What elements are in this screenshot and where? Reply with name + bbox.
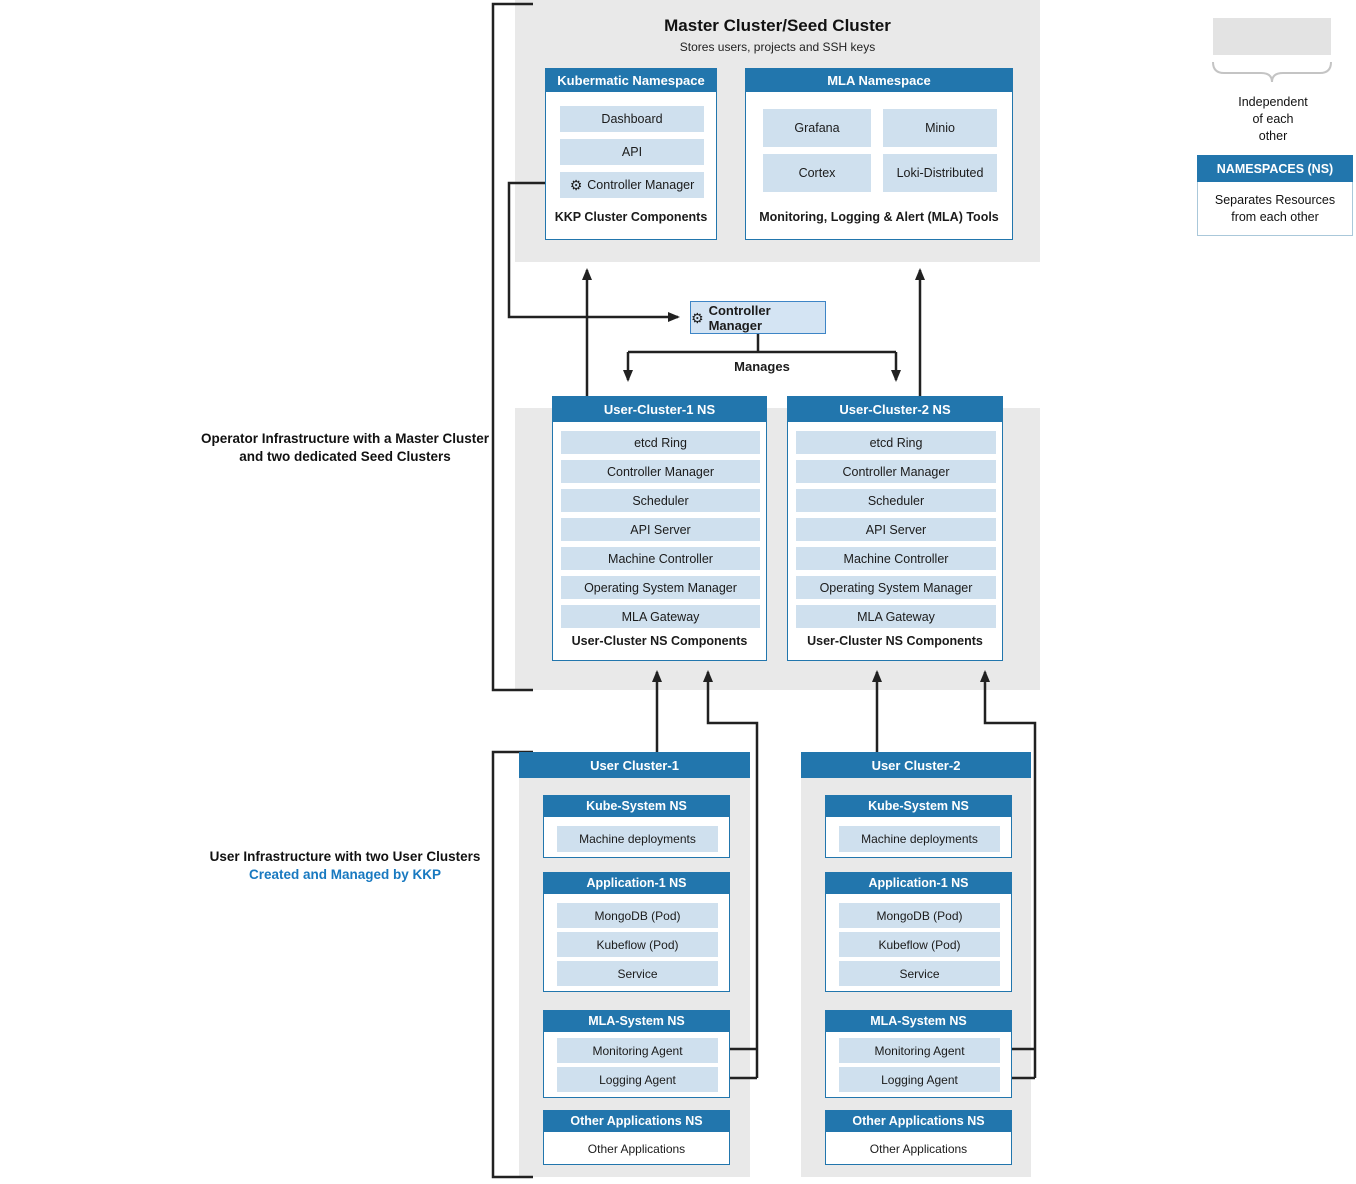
logging-agent-item: Logging Agent: [557, 1067, 718, 1092]
operating-system-manager-item: Operating System Manager: [561, 576, 760, 599]
uc2-kube-system-ns-box: Kube-System NS Machine deployments: [825, 795, 1012, 858]
namespaces-legend-body: Separates Resources from each other: [1198, 192, 1352, 226]
manages-label: Manages: [734, 359, 790, 374]
operating-system-manager-item: Operating System Manager: [796, 576, 996, 599]
machine-deployments-item: Machine deployments: [839, 826, 1000, 852]
cortex-item: Cortex: [763, 154, 871, 192]
kubermatic-namespace-footer: KKP Cluster Components: [554, 210, 708, 224]
user-label-line2: Created and Managed by KKP: [248, 867, 442, 882]
namespaces-legend-box: NAMESPACES (NS) Separates Resources from…: [1197, 155, 1353, 236]
user-cluster-2-header: User Cluster-2: [801, 752, 1031, 778]
other-applications-item: Other Applications: [869, 1141, 968, 1156]
api-server-item: API Server: [561, 518, 760, 541]
uc1-kube-system-ns-box: Kube-System NS Machine deployments: [543, 795, 730, 858]
scheduler-item: Scheduler: [561, 489, 760, 512]
namespaces-legend-line1: Separates Resources: [1214, 193, 1336, 207]
legend-independent-line1: Independent: [1238, 95, 1308, 109]
central-controller-manager-box: ⚙ Controller Manager: [690, 301, 826, 334]
uc2-other-applications-header: Other Applications NS: [825, 1110, 1012, 1132]
etcd-ring-item: etcd Ring: [796, 431, 996, 454]
uc1-mla-system-header: MLA-System NS: [543, 1010, 730, 1032]
user-cluster-2-ns-box: User-Cluster-2 NS etcd Ring Controller M…: [787, 396, 1003, 661]
uc2-mla-system-ns-box: MLA-System NS Monitoring Agent Logging A…: [825, 1010, 1012, 1098]
central-controller-manager-label: Controller Manager: [708, 302, 771, 333]
monitoring-agent-item: Monitoring Agent: [557, 1038, 718, 1063]
user-cluster-2-ns-header: User-Cluster-2 NS: [787, 396, 1003, 422]
uc2-kube-system-header: Kube-System NS: [825, 795, 1012, 817]
uc2-application-1-header: Application-1 NS: [825, 872, 1012, 894]
scheduler-item: Scheduler: [796, 489, 996, 512]
api-server-item: API Server: [796, 518, 996, 541]
gear-icon: ⚙: [569, 177, 583, 193]
mongodb-pod-item: MongoDB (Pod): [839, 903, 1000, 928]
user-cluster-ns-footer: User-Cluster NS Components: [571, 634, 748, 648]
other-applications-item: Other Applications: [587, 1141, 686, 1156]
user-cluster-1-header: User Cluster-1: [519, 752, 750, 778]
uc2-application-1-ns-box: Application-1 NS MongoDB (Pod) Kubeflow …: [825, 872, 1012, 992]
master-title: Master Cluster/Seed Cluster: [664, 16, 891, 35]
kubeflow-pod-item: Kubeflow (Pod): [557, 932, 718, 957]
logging-agent-item: Logging Agent: [839, 1067, 1000, 1092]
uc1-other-applications-header: Other Applications NS: [543, 1110, 730, 1132]
mla-namespace-footer: Monitoring, Logging & Alert (MLA) Tools: [759, 210, 999, 224]
legend-independent-text: Independent of each other: [1212, 94, 1334, 145]
kubermatic-namespace-header: Kubermatic Namespace: [545, 68, 717, 92]
machine-controller-item: Machine Controller: [796, 547, 996, 570]
service-item: Service: [557, 961, 718, 986]
controller-manager-item: ⚙ Controller Manager: [560, 172, 704, 198]
mla-gateway-item: MLA Gateway: [796, 605, 996, 628]
operator-label-line1: Operator Infrastructure with a Master Cl…: [200, 431, 490, 446]
etcd-ring-item: etcd Ring: [561, 431, 760, 454]
machine-controller-item: Machine Controller: [561, 547, 760, 570]
mongodb-pod-item: MongoDB (Pod): [557, 903, 718, 928]
uc1-kube-system-header: Kube-System NS: [543, 795, 730, 817]
namespaces-legend-header: NAMESPACES (NS): [1197, 155, 1353, 182]
loki-distributed-item: Loki-Distributed: [883, 154, 997, 192]
uc1-application-1-header: Application-1 NS: [543, 872, 730, 894]
controller-manager-item-label: Controller Manager: [587, 178, 695, 192]
namespaces-legend-line2: from each other: [1231, 210, 1319, 224]
master-subtitle: Stores users, projects and SSH keys: [679, 40, 876, 54]
operator-label-line2: and two dedicated Seed Clusters: [239, 449, 451, 464]
uc1-other-applications-ns-box: Other Applications NS Other Applications: [543, 1110, 730, 1165]
user-cluster-1-ns-header: User-Cluster-1 NS: [552, 396, 767, 422]
operator-infrastructure-label: Operator Infrastructure with a Master Cl…: [180, 430, 510, 466]
gear-icon: ⚙: [691, 309, 704, 326]
legend-gray-swatch: [1213, 18, 1331, 55]
uc2-other-applications-ns-box: Other Applications NS Other Applications: [825, 1110, 1012, 1165]
mla-namespace-box: MLA Namespace Grafana Minio Cortex Loki-…: [745, 68, 1013, 240]
user-cluster-ns-footer: User-Cluster NS Components: [807, 634, 983, 648]
controller-manager-item: Controller Manager: [561, 460, 760, 483]
controller-manager-item: Controller Manager: [796, 460, 996, 483]
monitoring-agent-item: Monitoring Agent: [839, 1038, 1000, 1063]
grafana-item: Grafana: [763, 109, 871, 147]
dashboard-item: Dashboard: [560, 106, 704, 132]
uc2-mla-system-header: MLA-System NS: [825, 1010, 1012, 1032]
user-cluster-1-ns-box: User-Cluster-1 NS etcd Ring Controller M…: [552, 396, 767, 661]
service-item: Service: [839, 961, 1000, 986]
legend-independent-line3: other: [1258, 129, 1288, 143]
uc1-mla-system-ns-box: MLA-System NS Monitoring Agent Logging A…: [543, 1010, 730, 1098]
mla-namespace-header: MLA Namespace: [745, 68, 1013, 92]
legend-brace: [1212, 61, 1332, 83]
kubermatic-namespace-box: Kubermatic Namespace Dashboard API ⚙ Con…: [545, 68, 717, 240]
api-item: API: [560, 139, 704, 165]
uc1-application-1-ns-box: Application-1 NS MongoDB (Pod) Kubeflow …: [543, 872, 730, 992]
minio-item: Minio: [883, 109, 997, 147]
mla-gateway-item: MLA Gateway: [561, 605, 760, 628]
user-infrastructure-label: User Infrastructure with two User Cluste…: [180, 848, 510, 884]
legend-independent-line2: of each: [1252, 112, 1294, 126]
kubeflow-pod-item: Kubeflow (Pod): [839, 932, 1000, 957]
user-label-line1: User Infrastructure with two User Cluste…: [209, 849, 481, 864]
machine-deployments-item: Machine deployments: [557, 826, 718, 852]
